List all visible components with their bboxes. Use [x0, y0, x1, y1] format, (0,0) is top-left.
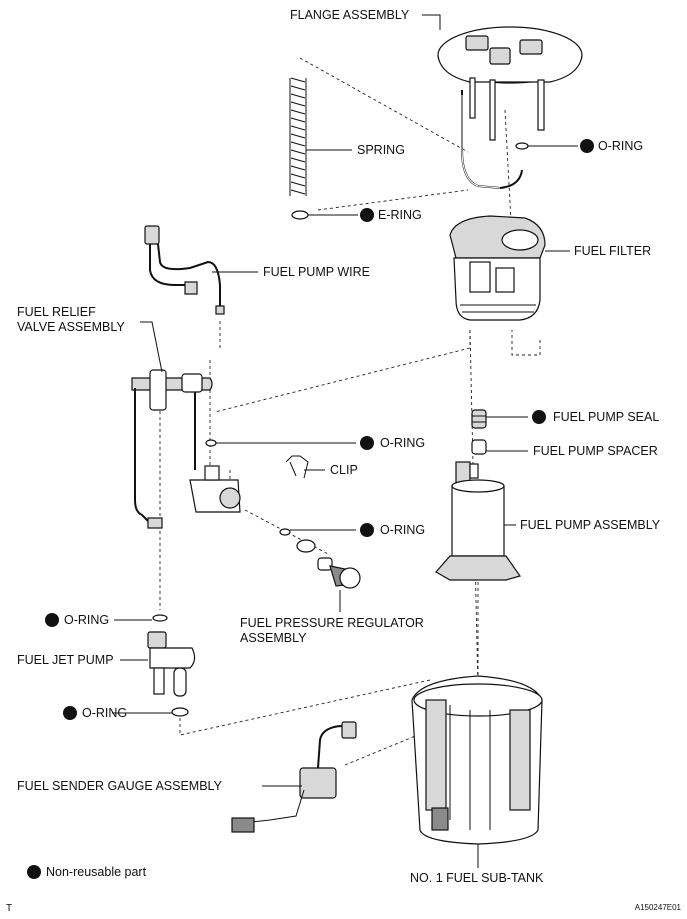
fuel-sender-gauge-part	[231, 721, 357, 833]
flange-assembly	[437, 26, 583, 190]
legend-marker	[27, 865, 41, 879]
label-fuel-jet-pump: FUEL JET PUMP	[17, 653, 114, 667]
label-o-ring-top: O-RING	[598, 139, 643, 153]
label-fuel-sender-gauge: FUEL SENDER GAUGE ASSEMBLY	[17, 779, 223, 793]
label-o-ring-left-top: O-RING	[64, 613, 109, 627]
sub-tank-part	[411, 675, 543, 845]
label-flange-assembly: FLANGE ASSEMBLY	[290, 8, 410, 22]
e-ring-part	[291, 210, 309, 220]
clip-part	[285, 455, 309, 479]
footer: T A150247E01	[6, 903, 682, 914]
label-fuel-relief-valve-1: FUEL RELIEF	[17, 305, 96, 319]
fuel-jet-pump-part	[147, 631, 196, 697]
label-fuel-pump-spacer: FUEL PUMP SPACER	[533, 444, 658, 458]
label-fuel-pump-assembly: FUEL PUMP ASSEMBLY	[520, 518, 661, 532]
legend: Non-reusable part	[27, 865, 147, 879]
label-e-ring: E-RING	[378, 208, 422, 222]
label-fuel-pump-seal: FUEL PUMP SEAL	[553, 410, 659, 424]
label-sub-tank: NO. 1 FUEL SUB-TANK	[410, 871, 544, 885]
spring	[289, 77, 307, 196]
marker-o-ring-left-top	[45, 613, 59, 627]
marker-o-ring-lower	[360, 523, 374, 537]
label-fuel-pressure-regulator-2: ASSEMBLY	[240, 631, 307, 645]
fuel-pump-seal-part	[471, 409, 487, 429]
figure-id: A150247E01	[635, 903, 682, 912]
marker-e-ring	[360, 208, 374, 222]
non-reusable-markers	[45, 139, 594, 720]
fuel-pump-assembly-part	[435, 461, 521, 581]
marker-fuel-pump-seal	[532, 410, 546, 424]
marker-o-ring-left-bottom	[63, 706, 77, 720]
label-o-ring-lower: O-RING	[380, 523, 425, 537]
legend-text: Non-reusable part	[46, 865, 147, 879]
label-spring: SPRING	[357, 143, 405, 157]
fuel-pump-wire-part	[144, 225, 225, 315]
corner-mark: T	[6, 903, 12, 914]
label-fuel-filter: FUEL FILTER	[574, 244, 651, 258]
fuel-relief-valve-part	[131, 369, 213, 529]
fuel-pressure-housing-part	[189, 465, 241, 513]
fuel-filter-part	[449, 215, 546, 321]
label-o-ring-left-bottom: O-RING	[82, 706, 127, 720]
fuel-pump-spacer-part	[471, 439, 487, 455]
label-fuel-pump-wire: FUEL PUMP WIRE	[263, 265, 370, 279]
leader-lines	[112, 14, 578, 868]
marker-o-ring-mid	[360, 436, 374, 450]
labels: FLANGE ASSEMBLY O-RING SPRING E-RING FUE…	[17, 8, 661, 885]
fuel-pressure-regulator-part	[317, 557, 361, 589]
label-clip: CLIP	[330, 463, 358, 477]
label-o-ring-mid: O-RING	[380, 436, 425, 450]
label-fuel-pressure-regulator-1: FUEL PRESSURE REGULATOR	[240, 616, 424, 630]
marker-o-ring-top	[580, 139, 594, 153]
label-fuel-relief-valve-2: VALVE ASSEMBLY	[17, 320, 125, 334]
